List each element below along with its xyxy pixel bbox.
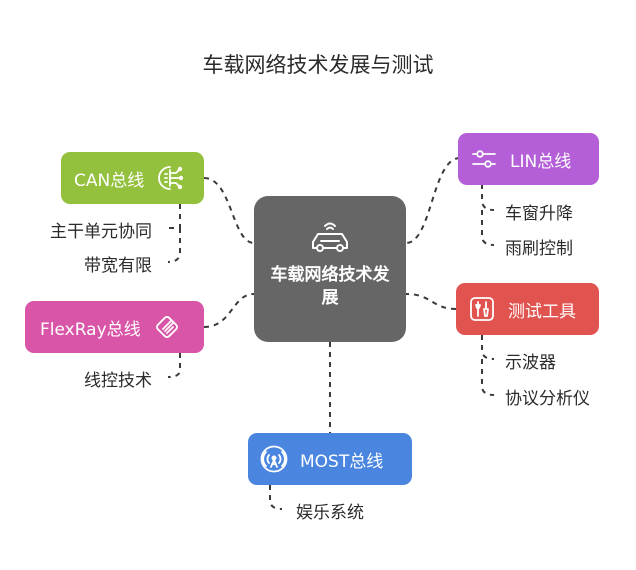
lin-bus-node: LIN总线 [458,133,599,185]
can-bus-label: CAN总线 [74,170,145,191]
can-child-2: 带宽有限 [84,256,152,276]
circuit-icon [156,164,184,192]
can-child-1: 主干单元协同 [50,222,152,242]
lin-child-1: 车窗升降 [505,204,573,224]
broadcast-icon [260,445,288,473]
most-bus-label: MOST总线 [300,451,384,472]
flexray-bus-label: FlexRay总线 [40,319,141,340]
test-child-2: 协议分析仪 [505,389,590,409]
center-label: 车载网络技术发展 [270,265,390,308]
center-node: 车载网络技术发展 [254,196,406,342]
signal-icon [153,313,181,341]
test-tools-label: 测试工具 [508,301,576,322]
flexray-child-1: 线控技术 [84,371,152,391]
car-icon [305,220,355,258]
lin-bus-label: LIN总线 [510,151,572,172]
test-tools-node: 测试工具 [456,283,599,335]
tools-icon [468,295,496,323]
diagram-title: 车载网络技术发展与测试 [202,53,434,77]
lin-child-2: 雨刷控制 [505,239,573,259]
flexray-bus-node: FlexRay总线 [25,301,204,353]
sliders-icon [470,145,498,173]
can-bus-node: CAN总线 [61,152,204,204]
most-child-1: 娱乐系统 [296,503,364,523]
test-child-1: 示波器 [505,353,556,373]
most-bus-node: MOST总线 [248,433,412,485]
